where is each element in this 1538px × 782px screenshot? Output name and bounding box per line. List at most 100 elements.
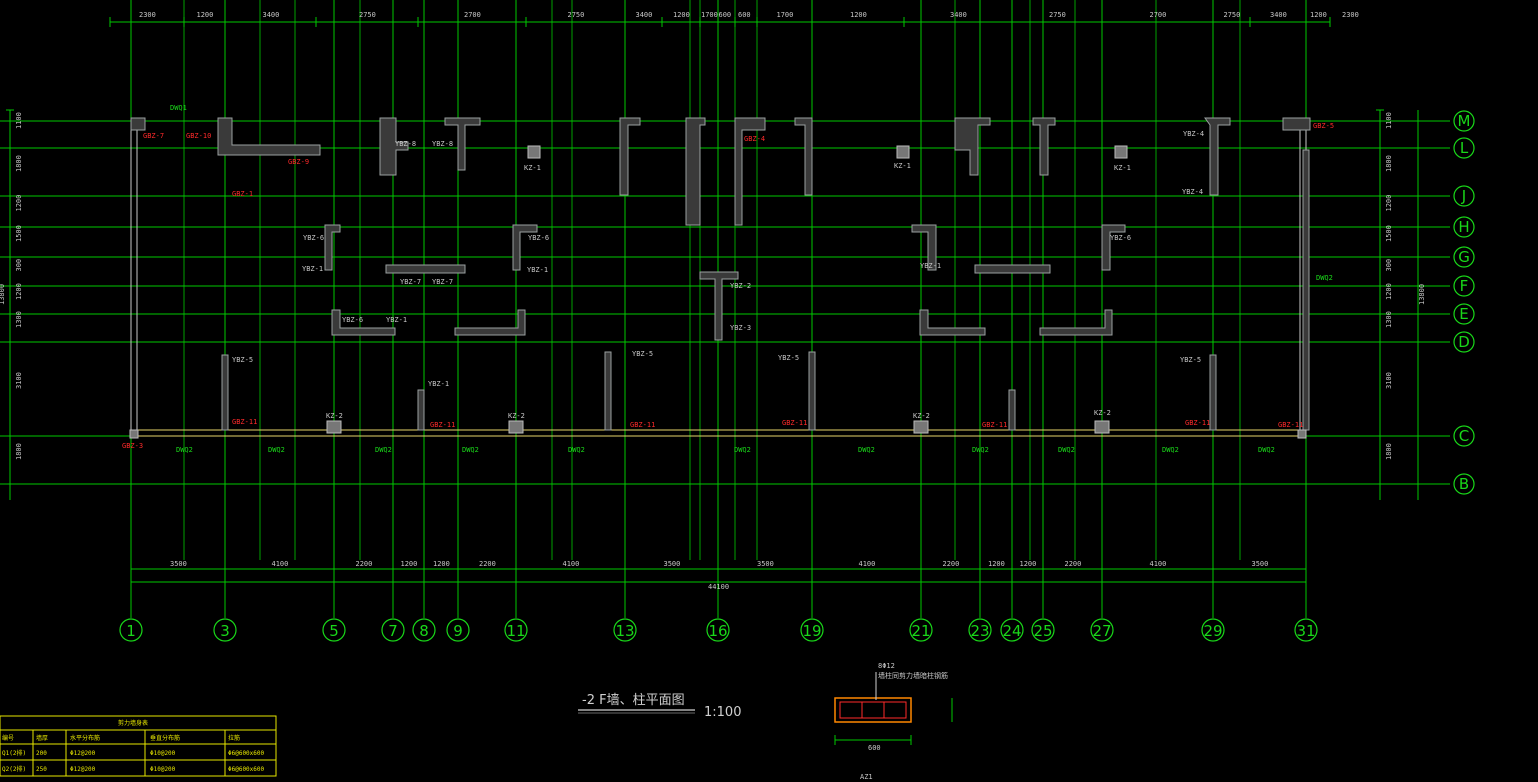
bottom-dim-value: 4100 (859, 560, 876, 568)
axis-bubble-M[interactable]: M (1453, 110, 1475, 132)
axis-bubble-circle[interactable] (1453, 216, 1475, 238)
axis-bubble-circle[interactable] (381, 618, 405, 642)
axis-bubble-label: 13 (615, 622, 634, 640)
kz-label: KZ-2 (1094, 409, 1111, 417)
axis-bubble-3[interactable]: 3 (213, 600, 237, 642)
wall-member (454, 309, 526, 336)
table-header-cell: 墙厚 (36, 734, 48, 742)
axis-bubble-8[interactable]: 8 (412, 600, 436, 642)
axis-bubble-circle[interactable] (1031, 618, 1055, 642)
top-dim-value: 2300 (139, 11, 156, 19)
gbz-label: GBZ-9 (288, 158, 309, 166)
axis-bubble-circle[interactable] (613, 618, 637, 642)
ybz-label: YBZ-2 (730, 282, 751, 290)
bottom-dim-value: 3500 (170, 560, 187, 568)
axis-bubble-G[interactable]: G (1453, 246, 1475, 268)
gbz-label: GBZ-4 (744, 135, 765, 143)
ybz-label: YBZ-6 (1110, 234, 1131, 242)
axis-bubble-label: 19 (802, 622, 821, 640)
ybz-label: YBZ-3 (730, 324, 751, 332)
axis-bubble-L[interactable]: L (1453, 137, 1475, 159)
bottom-dim-value: 2200 (1065, 560, 1082, 568)
axis-bubble-circle[interactable] (1453, 473, 1475, 495)
gbz-label: GBZ-11 (232, 418, 257, 426)
axis-bubble-C[interactable]: C (1453, 425, 1475, 447)
side-dim-value: 1200 (1385, 195, 1393, 212)
wall-member (331, 309, 396, 336)
axis-bubble-H[interactable]: H (1453, 216, 1475, 238)
table-frame (0, 715, 277, 777)
dwq-label: DWQ2 (1258, 446, 1275, 454)
axis-bubble-9[interactable]: 9 (446, 600, 470, 642)
axis-bubble-circle[interactable] (1453, 331, 1475, 353)
axis-bubble-circle[interactable] (504, 618, 528, 642)
axis-bubble-5[interactable]: 5 (322, 600, 346, 642)
axis-bubble-label: H (1458, 218, 1469, 236)
axis-bubble-23[interactable]: 23 (968, 600, 992, 642)
axis-bubble-label: C (1459, 427, 1469, 445)
axis-bubble-E[interactable]: E (1453, 303, 1475, 325)
axis-bubble-circle[interactable] (800, 618, 824, 642)
ybz-label: YBZ-4 (1182, 188, 1203, 196)
ybz-label: YBZ-1 (386, 316, 407, 324)
table-cell: Φ6@600x600 (228, 750, 265, 757)
top-dim-value: 3400 (950, 11, 967, 19)
ybz-label: YBZ-6 (303, 234, 324, 242)
bottom-dim-value: 4100 (563, 560, 580, 568)
axis-bubble-circle[interactable] (909, 618, 933, 642)
side-dim-value: 300 (1385, 259, 1393, 272)
table-cell: 250 (36, 766, 47, 773)
axis-bubble-circle[interactable] (446, 618, 470, 642)
side-dim-value: 1800 (15, 155, 23, 172)
axis-bubble-circle[interactable] (1453, 275, 1475, 297)
wall-stub (417, 389, 425, 431)
kz2-column (508, 420, 524, 434)
axis-bubble-circle[interactable] (1453, 246, 1475, 268)
axis-bubble-circle[interactable] (1453, 425, 1475, 447)
axis-bubble-B[interactable]: B (1453, 473, 1475, 495)
axis-bubble-circle[interactable] (119, 618, 143, 642)
axis-bubble-circle[interactable] (1090, 618, 1114, 642)
axis-bubble-24[interactable]: 24 (1000, 600, 1024, 642)
axis-bubble-13[interactable]: 13 (613, 600, 637, 642)
axis-bubble-19[interactable]: 19 (800, 600, 824, 642)
axis-bubble-25[interactable]: 25 (1031, 600, 1055, 642)
axis-bubble-circle[interactable] (1453, 110, 1475, 132)
axis-bubble-F[interactable]: F (1453, 275, 1475, 297)
table-title: 剪力墙身表 (118, 719, 148, 727)
axis-bubble-16[interactable]: 16 (706, 600, 730, 642)
table-header-cell: 编号 (2, 734, 14, 742)
axis-bubble-label: 25 (1033, 622, 1052, 640)
axis-bubble-11[interactable]: 11 (504, 600, 528, 642)
ybz-label: YBZ-6 (342, 316, 363, 324)
axis-bubble-circle[interactable] (1294, 618, 1318, 642)
axis-bubble-circle[interactable] (1453, 303, 1475, 325)
axis-bubble-circle[interactable] (706, 618, 730, 642)
axis-bubble-label: 8 (419, 622, 429, 640)
axis-bubble-circle[interactable] (1201, 618, 1225, 642)
corner-column (129, 429, 139, 439)
axis-bubble-27[interactable]: 27 (1090, 600, 1114, 642)
dwq-label: DWQ2 (1316, 274, 1333, 282)
wall-stub (1008, 389, 1016, 431)
axis-bubble-circle[interactable] (968, 618, 992, 642)
axis-bubble-label: L (1460, 139, 1469, 157)
axis-bubble-D[interactable]: D (1453, 331, 1475, 353)
axis-bubble-29[interactable]: 29 (1201, 600, 1225, 642)
wall-stub (808, 351, 816, 431)
axis-bubble-7[interactable]: 7 (381, 600, 405, 642)
axis-bubble-31[interactable]: 31 (1294, 600, 1318, 642)
axis-bubble-circle[interactable] (1000, 618, 1024, 642)
axis-bubble-circle[interactable] (1453, 137, 1475, 159)
table-cell: 200 (36, 750, 47, 757)
axis-bubble-21[interactable]: 21 (909, 600, 933, 642)
axis-bubble-J[interactable]: J (1453, 185, 1475, 207)
axis-bubble-circle[interactable] (213, 618, 237, 642)
axis-bubble-circle[interactable] (1453, 185, 1475, 207)
side-dim-value: 3100 (1385, 372, 1393, 389)
axis-bubble-circle[interactable] (412, 618, 436, 642)
axis-bubble-1[interactable]: 1 (119, 600, 143, 642)
axis-bubble-circle[interactable] (322, 618, 346, 642)
table-cell: Q1(2排) (2, 749, 26, 757)
